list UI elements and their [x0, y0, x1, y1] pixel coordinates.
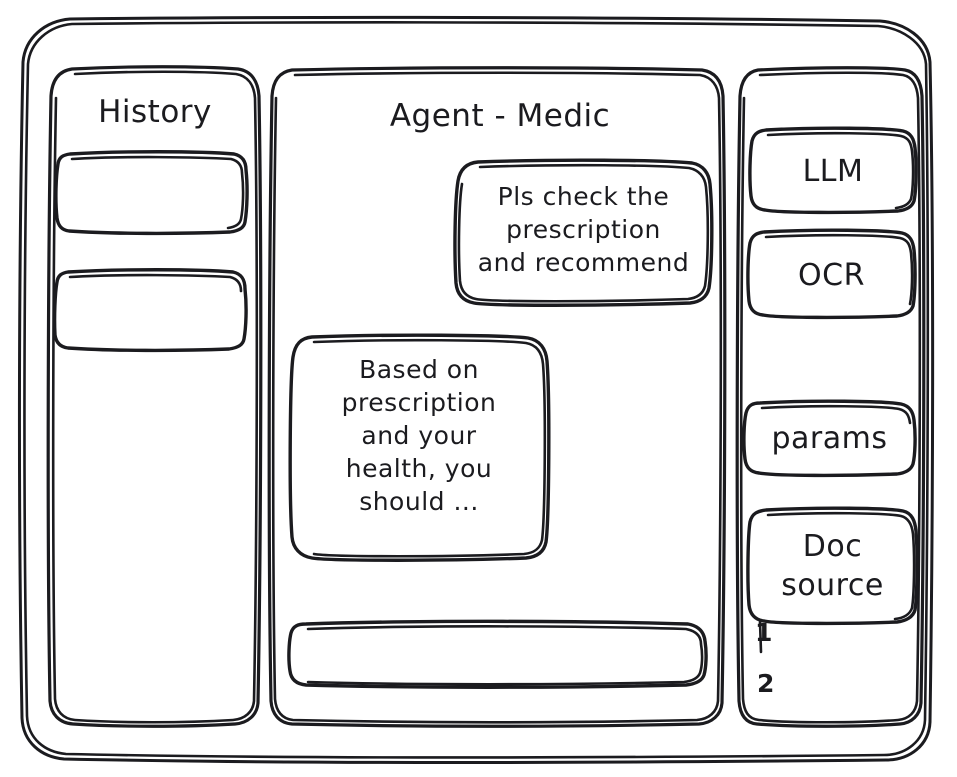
doc-source-item-1[interactable]: 1: [755, 618, 773, 647]
agent-message-text: Based on prescription and your health, y…: [341, 355, 497, 516]
ocr-button-label: OCR: [798, 258, 865, 293]
doc-source-button[interactable]: Doc source: [748, 509, 917, 623]
history-item-1[interactable]: [56, 153, 246, 233]
main-panel-title: Agent - Medic: [389, 98, 611, 134]
user-message-bubble: Pls check the prescription and recommend: [456, 160, 711, 305]
params-button-label: params: [771, 421, 888, 456]
params-button[interactable]: params: [744, 402, 915, 475]
doc-source-button-label: Doc source: [781, 529, 884, 603]
doc-source-item-2[interactable]: 2: [757, 669, 775, 698]
composer-input[interactable]: [290, 622, 706, 686]
user-message-text: Pls check the prescription and recommend: [477, 182, 690, 277]
llm-button-label: LLM: [802, 154, 864, 189]
history-item-2[interactable]: [54, 270, 246, 350]
history-panel-title: History: [98, 94, 212, 130]
llm-button[interactable]: LLM: [750, 129, 916, 212]
agent-message-bubble: Based on prescription and your health, y…: [290, 335, 548, 560]
ocr-button[interactable]: OCR: [748, 231, 915, 317]
